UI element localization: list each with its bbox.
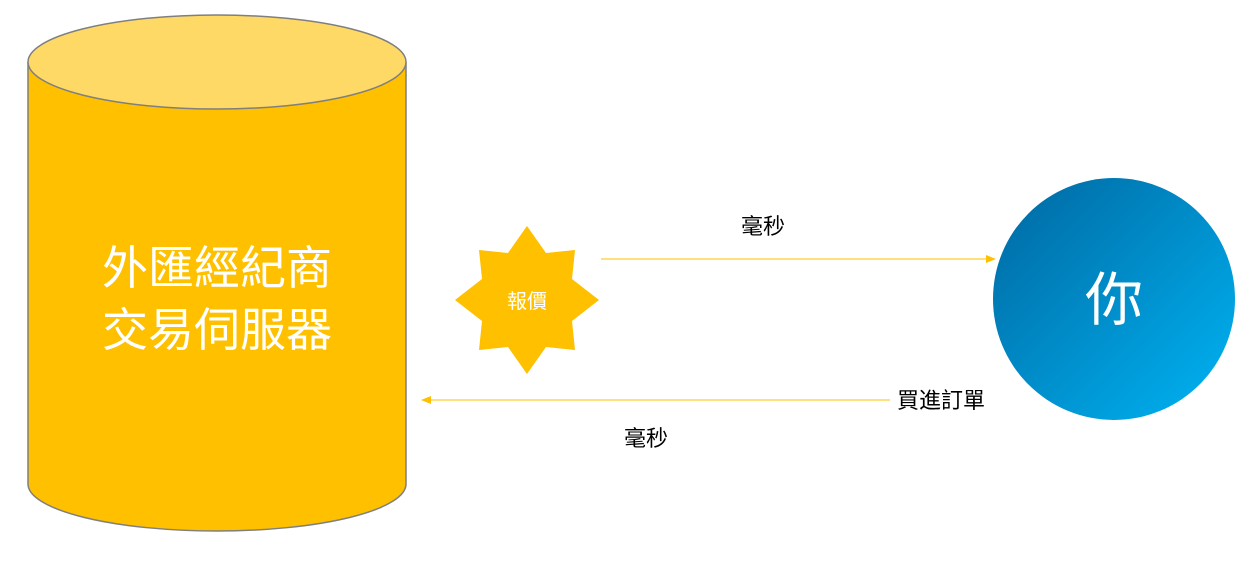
cylinder-body (27, 62, 407, 532)
broker-server-cylinder: 外匯經紀商 交易伺服器 (27, 14, 407, 532)
client-label: 你 (1085, 266, 1143, 334)
client-circle-shape (993, 178, 1235, 420)
starburst-icon (455, 226, 599, 374)
order-arrow: 買進訂單 毫秒 (421, 389, 985, 452)
server-label-line1: 外匯經紀商 (102, 241, 332, 295)
quote-label: 報價 (507, 289, 547, 313)
bottom-latency-label: 毫秒 (624, 427, 668, 452)
quote-arrow: 毫秒 (601, 215, 996, 263)
quote-starburst: 報價 (455, 226, 599, 374)
cylinder-top (27, 14, 407, 110)
top-latency-label: 毫秒 (741, 215, 785, 240)
order-label: 買進訂單 (897, 389, 985, 414)
client-circle: 你 (993, 178, 1235, 420)
server-label-line2: 交易伺服器 (102, 303, 332, 357)
